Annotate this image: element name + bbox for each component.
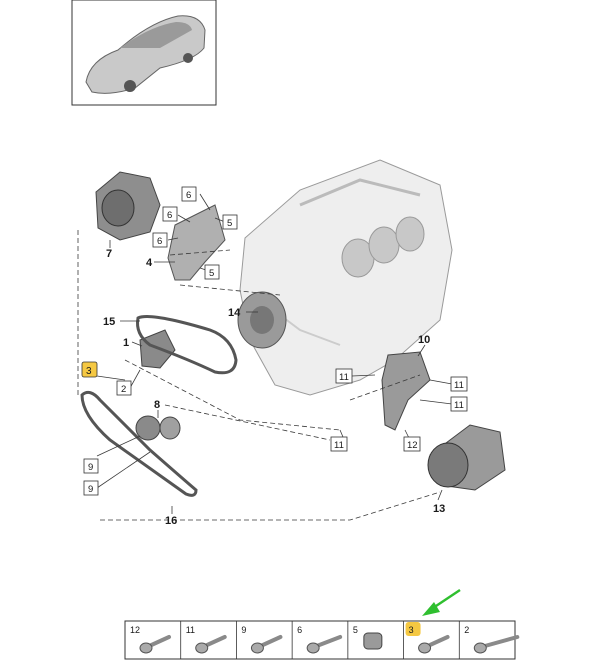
part-cell-2[interactable]: 2: [458, 621, 520, 659]
boxed-callout-6a: 6: [181, 186, 197, 202]
svg-text:6: 6: [186, 190, 191, 201]
boxed-callout-5b: 5: [204, 264, 220, 280]
parts-strip: 12 11 9 6 5 3 2: [124, 620, 520, 660]
boxed-callout-11b: 11: [450, 376, 468, 392]
boxed-callout-6c: 6: [152, 232, 168, 248]
leader-lines: [96, 193, 453, 514]
boxed-callout-11d: 11: [330, 436, 348, 452]
crank-pulley: [237, 291, 287, 349]
bolt-icon: [195, 635, 227, 654]
svg-text:6: 6: [167, 210, 172, 221]
svg-text:5: 5: [227, 218, 232, 229]
vehicle-thumbnail: [71, 0, 217, 106]
drive-belts: [80, 315, 238, 497]
boxed-callout-9a: 9: [83, 458, 99, 474]
boxed-callout-6b: 6: [162, 206, 178, 222]
callout-4: 4: [146, 257, 153, 269]
bolt-icon: [139, 635, 171, 654]
idler-pulley: [135, 415, 181, 441]
boxed-callout-5a: 5: [222, 214, 238, 230]
bolt-icon: [306, 635, 343, 654]
part-cell-3[interactable]: 3: [403, 621, 450, 659]
callout-16: 16: [165, 515, 177, 527]
svg-text:6: 6: [157, 236, 162, 247]
part-cell-11[interactable]: 11: [180, 621, 227, 659]
bolt-icon: [250, 635, 283, 654]
green-arrow-icon: [422, 588, 461, 616]
part-number: 2: [464, 625, 469, 635]
svg-text:3: 3: [86, 366, 92, 377]
part-number: 3: [409, 625, 414, 635]
part-cell-5[interactable]: 5: [347, 621, 383, 659]
callout-15: 15: [103, 316, 115, 328]
part-cell-12[interactable]: 12: [130, 625, 171, 654]
callout-8: 8: [154, 399, 160, 411]
bushing-icon: [363, 632, 383, 650]
part-number: 11: [186, 625, 195, 635]
part-cell-9[interactable]: 9: [236, 621, 283, 659]
highlighted-callout-3[interactable]: 3: [81, 361, 98, 378]
part-cell-6[interactable]: 6: [291, 621, 343, 659]
alternator: [95, 171, 161, 241]
svg-text:11: 11: [339, 372, 349, 383]
callout-14: 14: [228, 307, 241, 319]
boxed-callout-2: 2: [116, 380, 132, 396]
boxed-callout-11a: 11: [335, 368, 353, 384]
bolt-icon: [418, 635, 450, 654]
ac-compressor: [427, 424, 506, 491]
engine-block: [239, 159, 453, 396]
boxed-callout-12: 12: [403, 436, 421, 452]
svg-text:2: 2: [121, 384, 126, 395]
part-number: 9: [241, 625, 246, 635]
svg-text:9: 9: [88, 462, 93, 473]
guide-lines: [77, 230, 441, 521]
svg-text:11: 11: [334, 440, 344, 451]
part-number: 5: [353, 625, 358, 635]
part-number: 12: [130, 625, 140, 635]
callout-1: 1: [123, 337, 129, 349]
bolt-icon: [473, 635, 520, 654]
callout-13: 13: [433, 503, 445, 515]
svg-text:11: 11: [454, 380, 464, 391]
svg-text:5: 5: [209, 268, 214, 279]
svg-text:11: 11: [454, 400, 464, 411]
boxed-callout-9b: 9: [83, 480, 99, 496]
part-number: 6: [297, 625, 302, 635]
callout-7: 7: [106, 248, 112, 260]
svg-text:9: 9: [88, 484, 93, 495]
compressor-bracket: [381, 351, 431, 431]
boxed-callout-11c: 11: [450, 396, 468, 412]
callout-10: 10: [418, 334, 430, 346]
svg-text:12: 12: [407, 440, 418, 451]
